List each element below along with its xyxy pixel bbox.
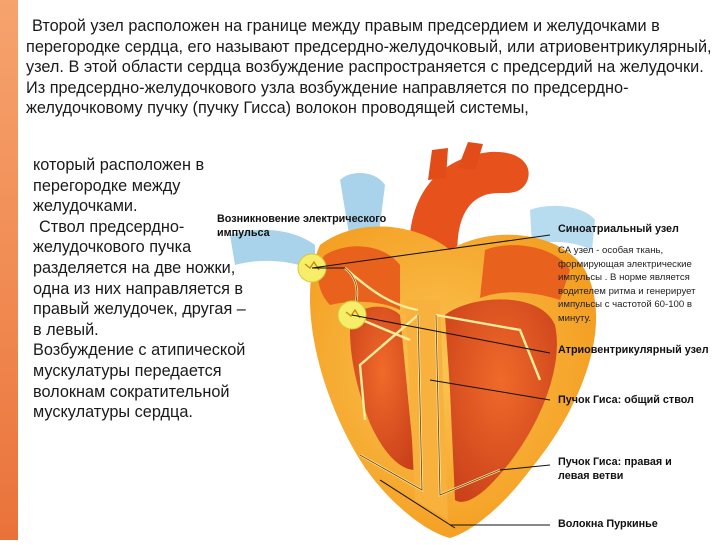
left-accent-strip bbox=[0, 0, 18, 540]
label-sa-node: Синоатриальный узел bbox=[558, 223, 679, 235]
label-impulse-origin: Возникновение электрического импульса bbox=[217, 213, 387, 239]
side-paragraph-3: Возбуждение с атипической мускулатуры пе… bbox=[33, 341, 246, 422]
side-paragraph-2: Ствол предсердно-желудочкового пучка раз… bbox=[33, 217, 246, 339]
label-his-trunk: Пучок Гиса: общий ствол bbox=[558, 394, 694, 406]
vein-left bbox=[230, 229, 315, 270]
atrium-left bbox=[480, 245, 570, 300]
heart-chamber-right bbox=[350, 306, 415, 470]
heart-chamber-left bbox=[445, 299, 557, 502]
heart-illustration bbox=[230, 142, 597, 538]
heart-conduction-diagram: Возникновение электрического импульса Си… bbox=[200, 140, 720, 540]
vein-upper bbox=[340, 173, 385, 240]
label-av-node: Атриовентрикулярный узел bbox=[558, 344, 709, 356]
vein-right bbox=[530, 205, 595, 250]
aorta bbox=[409, 151, 529, 265]
label-his-branches: Пучок Гиса: правая и левая ветви bbox=[558, 456, 672, 482]
intro-paragraph: Второй узел расположен на границе между … bbox=[26, 17, 712, 118]
label-purkinje-fibers: Волокна Пуркинье bbox=[558, 518, 658, 530]
side-paragraph-1: который расположен в перегородке между ж… bbox=[33, 156, 205, 216]
sa-node-description: СА узел - особая ткань, формирующая элек… bbox=[558, 245, 696, 324]
side-text-block: который расположен в перегородке между ж… bbox=[33, 155, 248, 423]
